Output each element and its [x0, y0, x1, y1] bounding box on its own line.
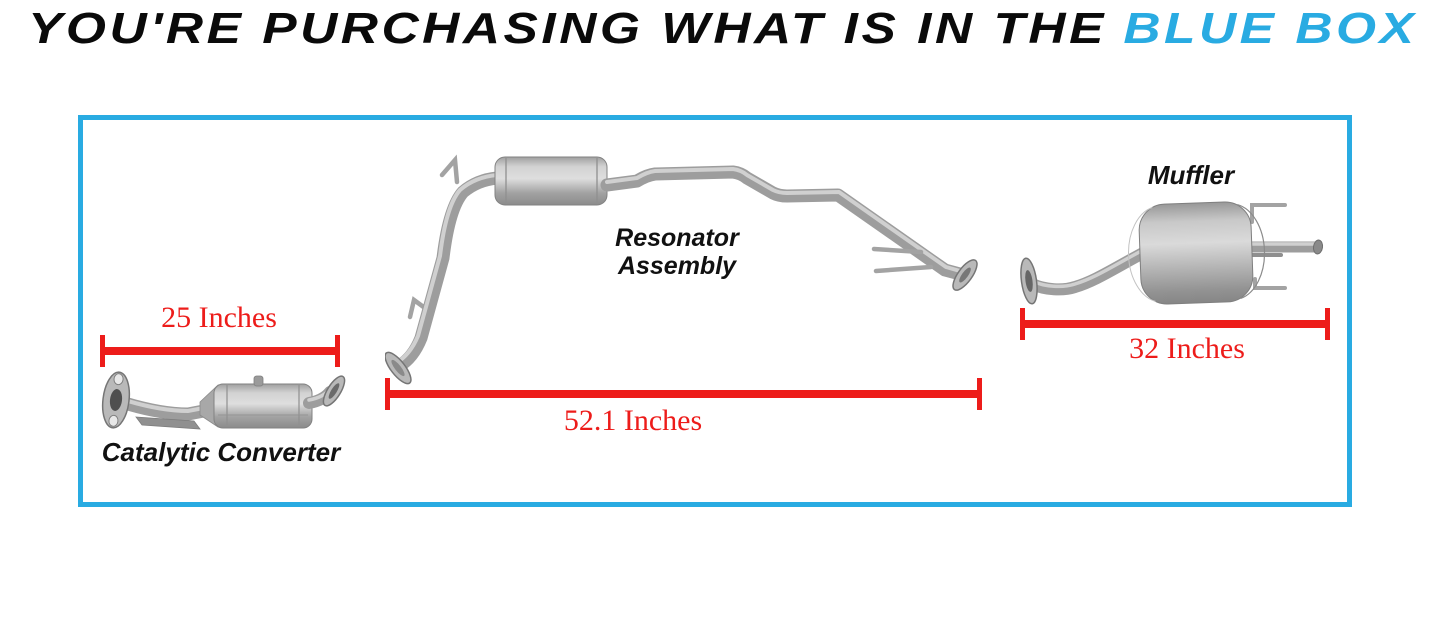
measure-line	[390, 390, 977, 398]
tail-pipe	[600, 165, 967, 281]
resonator-measurement: 52.1 Inches	[563, 404, 703, 437]
muffler-body	[1127, 201, 1266, 305]
hanger-rod	[871, 246, 924, 255]
front-pipe-highlight	[394, 173, 499, 365]
hanger-rod	[1250, 203, 1287, 224]
resonator-label-line2: Assembly	[617, 252, 737, 280]
measure-line	[1025, 320, 1325, 328]
front-pipe	[392, 171, 504, 373]
front-flange	[385, 351, 412, 385]
page-title: YOU'RE PURCHASING WHAT IS IN THE BLUE BOX	[0, 0, 1445, 58]
mount-bracket	[135, 416, 201, 430]
page-title-text: YOU'RE PURCHASING WHAT IS IN THE BLUE BOX	[28, 4, 1417, 54]
tailpipe-tip	[1312, 239, 1324, 255]
hanger-rod	[439, 154, 460, 185]
tail-pipe-highlight	[605, 167, 962, 273]
muffler-measure-bar	[1020, 308, 1330, 340]
hanger-rod	[873, 264, 934, 274]
title-blue-part: BLUE BOX	[1123, 4, 1418, 53]
rear-flange	[952, 259, 978, 291]
catalytic-converter-illustration	[101, 371, 346, 430]
outlet-flange	[322, 375, 346, 407]
muffler-label: Muffler	[1147, 160, 1235, 190]
o2-sensor-port	[253, 375, 264, 387]
hanger-rod	[1253, 277, 1287, 290]
resonator-body	[494, 156, 608, 206]
catalytic-converter-label: Catalytic Converter	[101, 437, 341, 467]
resonator-label-line1: Resonator	[615, 224, 739, 252]
catalytic-converter-measurement: 25 Inches	[161, 301, 277, 334]
inlet-pipe-highlight	[1030, 248, 1145, 289]
inlet-pipe	[1026, 247, 1149, 296]
inlet-flange	[101, 371, 131, 429]
title-black-part: YOU'RE PURCHASING WHAT IS IN THE	[27, 4, 1107, 53]
muffler-illustration	[1020, 201, 1324, 305]
inlet-flange	[1020, 257, 1038, 305]
converter-body	[213, 383, 313, 429]
measure-line	[105, 347, 335, 355]
blue-box: 25 Inches	[78, 115, 1352, 507]
catalytic-converter-measure-bar	[100, 335, 340, 367]
resonator-assembly-illustration	[385, 154, 978, 385]
resonator-measure-bar	[385, 378, 982, 410]
muffler-measurement: 32 Inches	[1129, 332, 1245, 365]
